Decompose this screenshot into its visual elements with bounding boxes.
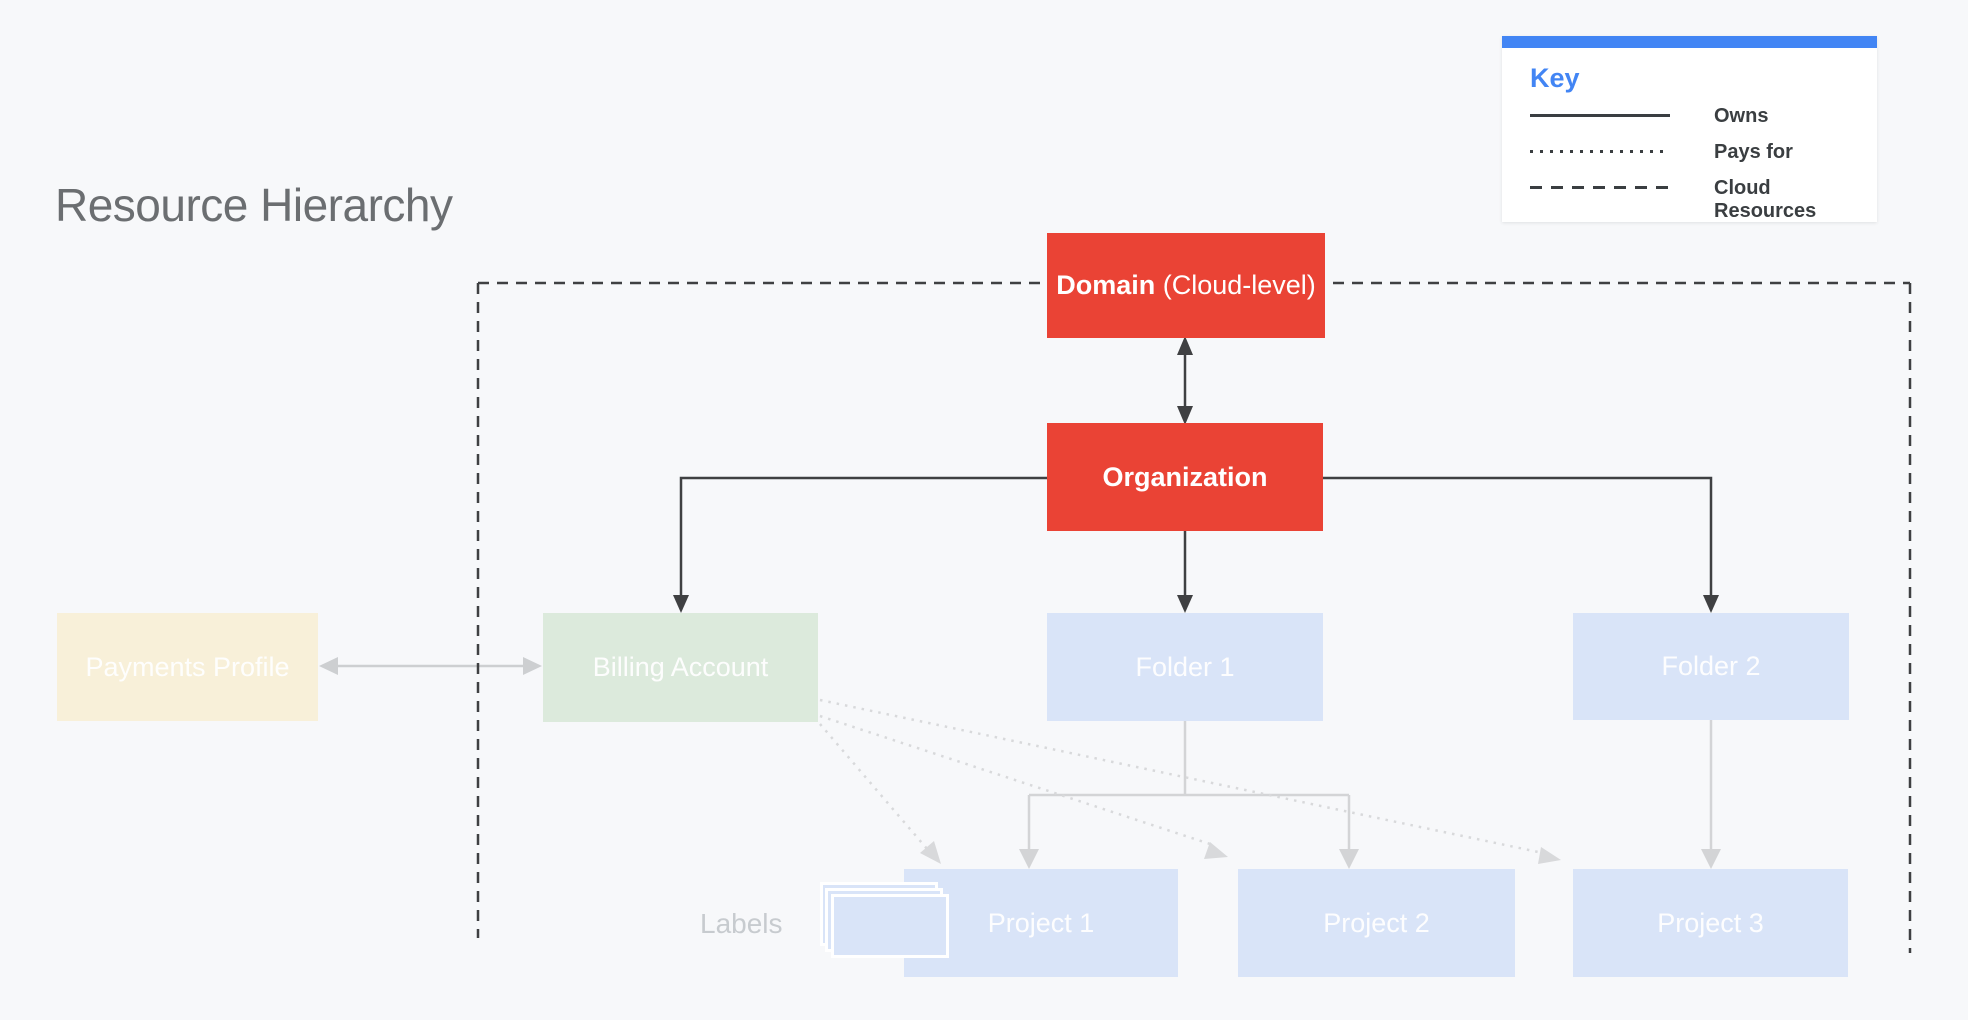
domain-label: Domain (Cloud-level) — [1056, 270, 1316, 300]
solid-line-sample — [1530, 114, 1670, 117]
node-organization: Organization — [1047, 423, 1323, 531]
legend-label-owns: Owns — [1714, 105, 1769, 127]
node-project2: Project 2 — [1238, 869, 1515, 977]
connector-organization-folder2 — [1322, 476, 1719, 613]
legend-heading: Key — [1530, 63, 1580, 93]
node-billing-account: Billing Account — [543, 613, 818, 722]
folder2-label: Folder 2 — [1661, 651, 1761, 681]
project3-label: Project 3 — [1657, 907, 1764, 938]
page-title: Resource Hierarchy — [55, 179, 453, 231]
legend-label-cloud-resources: Cloud Resources — [1714, 177, 1817, 222]
connector-domain-organization — [1177, 336, 1193, 425]
folder1-label: Folder 1 — [1135, 651, 1235, 682]
label-card-front — [831, 894, 949, 958]
connector-folder2-project3 — [1701, 720, 1721, 869]
billing-account-label: Billing Account — [592, 652, 769, 682]
node-project1: Project 1 — [904, 869, 1178, 977]
labels-stack-icon — [820, 882, 954, 964]
cloud-resources-boundary — [476, 281, 1912, 953]
labels-caption: Labels — [700, 908, 783, 939]
node-folder2: Folder 2 — [1573, 613, 1849, 720]
connector-billing-pays-for-projects — [819, 698, 1561, 864]
connector-organization-billing — [673, 476, 1047, 613]
legend-accent-bar — [1502, 36, 1877, 48]
dashed-line-sample — [1530, 186, 1670, 189]
node-payments-profile: Payments Profile — [57, 613, 318, 721]
legend-card: Key Owns Pays for Cloud Resources — [1502, 36, 1877, 222]
connector-payments-billing — [319, 657, 542, 675]
project1-label: Project 1 — [987, 907, 1095, 938]
node-project3: Project 3 — [1573, 869, 1848, 977]
payments-profile-label: Payments Profile — [85, 651, 290, 682]
legend-row-pays-for: Pays for — [1530, 141, 1857, 164]
project2-label: Project 2 — [1323, 907, 1430, 938]
organization-label: Organization — [1102, 461, 1268, 492]
legend-label-pays-for: Pays for — [1714, 141, 1793, 163]
node-folder1: Folder 1 — [1047, 613, 1323, 721]
legend-row-owns: Owns — [1530, 105, 1857, 128]
connector-organization-folder1 — [1177, 531, 1193, 613]
legend-row-cloud-resources: Cloud Resources — [1530, 177, 1857, 223]
dotted-line-sample — [1530, 150, 1670, 153]
node-domain: Domain (Cloud-level) — [1047, 233, 1325, 338]
connector-folder1-projects — [1019, 721, 1359, 869]
